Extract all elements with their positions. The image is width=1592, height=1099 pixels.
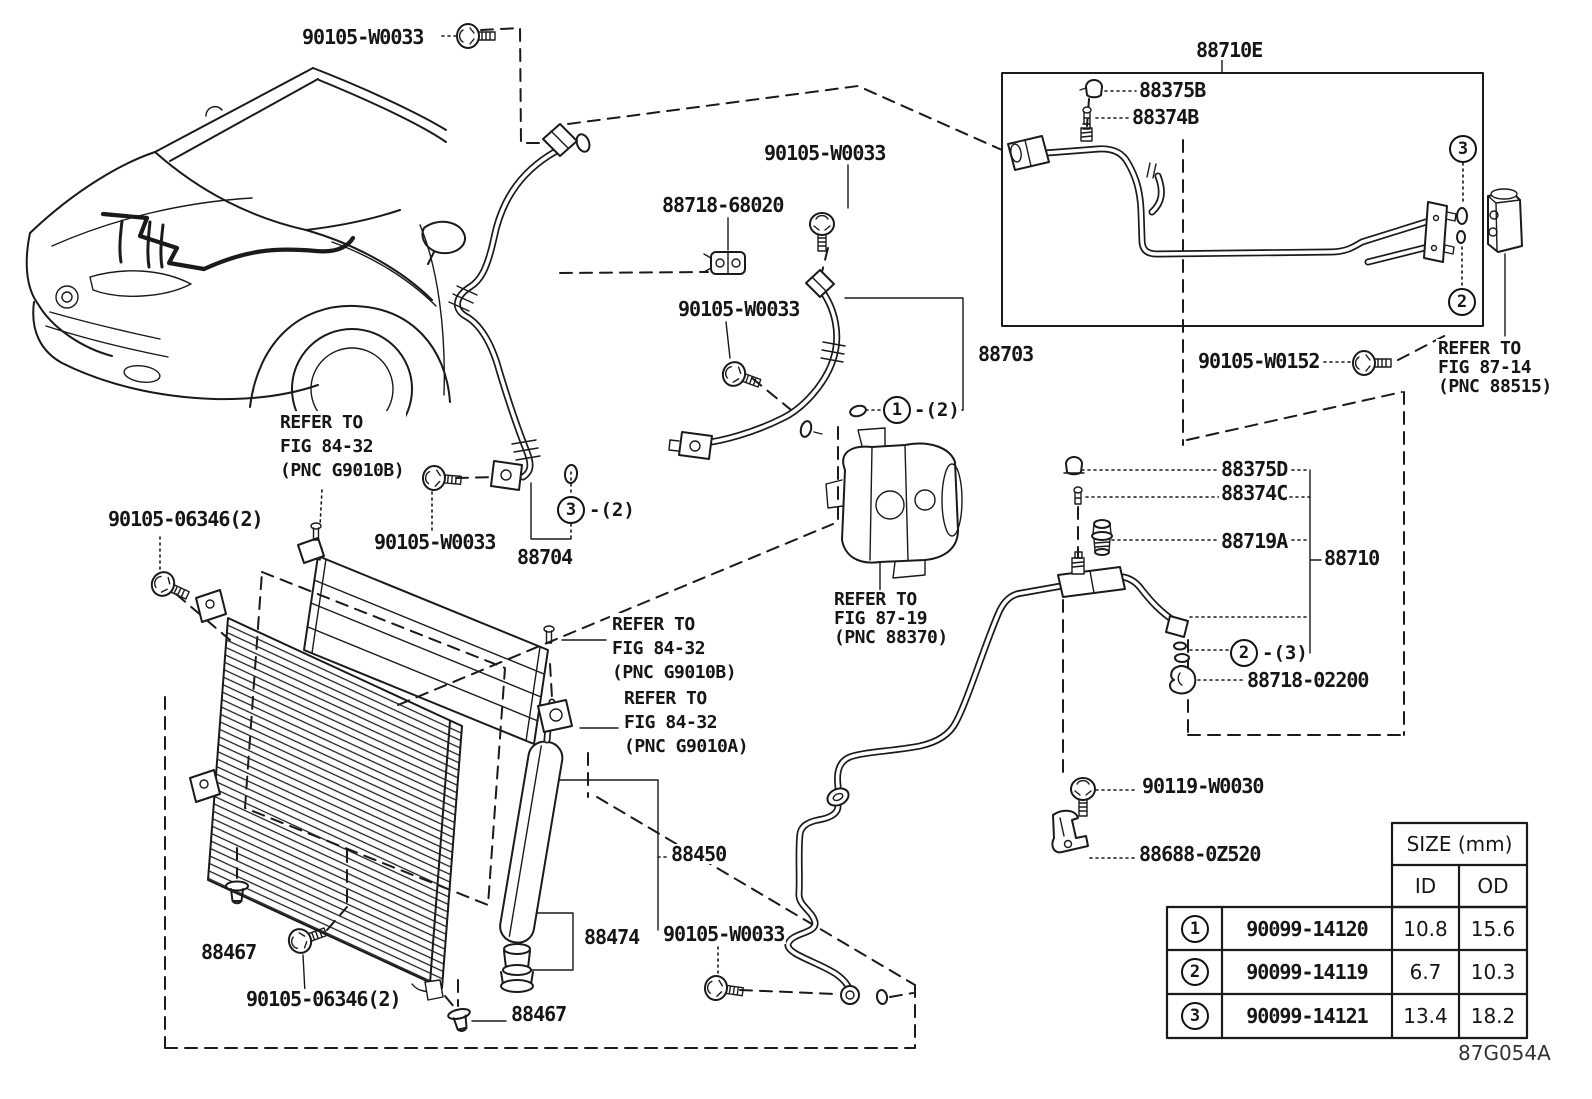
size-table-row1-part: 90099-14120 — [1246, 916, 1368, 941]
part-label-88710e: 88710E — [1194, 38, 1265, 62]
part-label-88718-68020: 88718-68020 — [660, 193, 786, 217]
callout-3-mid: 3 — [557, 496, 585, 524]
condenser-assembly — [189, 522, 573, 1001]
size-table-row1-od: 15.6 — [1470, 916, 1516, 941]
part-label-88703: 88703 — [976, 342, 1036, 366]
part-label-90105-06346-b: 90105-06346(2) — [244, 987, 403, 1011]
part-label-88474: 88474 — [582, 925, 642, 949]
size-table-col-od: OD — [1477, 874, 1509, 898]
part-label-88375d: 88375D — [1219, 457, 1290, 481]
leader-lines — [159, 35, 1506, 1022]
part-label-88375b: 88375B — [1137, 78, 1208, 102]
compressor — [825, 427, 963, 579]
part-label-88467-a: 88467 — [199, 940, 259, 964]
callout-2-mid: 2 — [1230, 639, 1258, 667]
part-label-90105-w0033-c: 90105-W0033 — [676, 297, 802, 321]
discharge-hose-88703 — [668, 269, 867, 460]
size-table-row3-od: 18.2 — [1470, 1004, 1516, 1028]
callout-3-qty: -(2) — [589, 499, 635, 521]
part-label-90105-w0033-d: 90105-W0033 — [372, 530, 498, 554]
size-table-grid — [1165, 821, 1529, 1040]
part-label-90119-w0030: 90119-W0030 — [1140, 774, 1266, 798]
part-label-90105-06346-a: 90105-06346(2) — [106, 507, 265, 531]
part-label-88688-0z520: 88688-0Z520 — [1137, 842, 1263, 866]
callout-3-top: 3 — [1449, 135, 1477, 163]
expansion-valve-icon — [1487, 188, 1523, 253]
size-table-row3-part: 90099-14121 — [1246, 1004, 1368, 1028]
callout-1-qty: -(2) — [914, 399, 960, 421]
size-table-row2-id: 6.7 — [1409, 960, 1442, 984]
part-label-88718-02200: 88718-02200 — [1245, 668, 1371, 692]
grommet-88718-02200-icon — [1169, 665, 1197, 695]
part-label-88467-b: 88467 — [509, 1002, 569, 1026]
note-refer-fig84-32-b1: REFER TO FIG 84-32 (PNC G9010B) — [278, 411, 407, 483]
size-table-col-id: ID — [1414, 874, 1437, 898]
figure-code: 87G054A — [1458, 1041, 1551, 1065]
note-refer-fig84-32-a: REFER TO FIG 84-32 (PNC G9010A) — [622, 687, 751, 759]
cap-88375b-icon — [1079, 79, 1103, 99]
bracket-88688-icon — [1051, 809, 1089, 854]
size-table-row3-num: 3 — [1181, 1002, 1209, 1030]
liquid-pipe-88710 — [784, 456, 1197, 1005]
part-label-90105-w0033-top: 90105-W0033 — [300, 25, 426, 49]
size-table-row2-num: 2 — [1181, 958, 1209, 986]
size-table-title: SIZE (mm) — [1406, 832, 1513, 856]
suction-hose-88704 — [448, 123, 591, 491]
part-label-88710: 88710 — [1322, 546, 1382, 570]
part-label-88374c: 88374C — [1219, 481, 1290, 505]
cap-88375d-icon — [1063, 456, 1085, 476]
note-refer-fig87-14: REFER TO FIG 87-14 (PNC 88515) — [1436, 338, 1554, 397]
note-refer-fig87-19: REFER TO FIG 87-19 (PNC 88370) — [832, 589, 950, 648]
valve-core-88374c-icon — [1073, 486, 1083, 505]
part-label-90105-w0033-g: 90105-W0033 — [661, 922, 787, 946]
part-label-88450: 88450 — [669, 842, 729, 866]
part-label-90105-w0152: 90105-W0152 — [1196, 349, 1322, 373]
car-sketch — [25, 67, 467, 450]
size-table-row1-id: 10.8 — [1403, 916, 1448, 941]
size-table-row1-num: 1 — [1181, 915, 1209, 943]
size-table-row3-id: 13.4 — [1403, 1004, 1448, 1028]
part-label-90105-w0033-b: 90105-W0033 — [762, 141, 888, 165]
part-label-88719a: 88719A — [1219, 529, 1290, 553]
callout-1: 1 — [883, 396, 911, 424]
size-table-row2-od: 10.3 — [1470, 960, 1516, 984]
valve-core-88374b-icon — [1082, 106, 1092, 125]
size-table-row2-part: 90099-14119 — [1246, 960, 1368, 984]
part-label-88704: 88704 — [515, 545, 575, 569]
note-refer-fig84-32-b2: REFER TO FIG 84-32 (PNC G9010B) — [610, 613, 739, 685]
callout-2-qty: -(3) — [1262, 642, 1308, 664]
pipe-assy-88710e — [1001, 72, 1484, 327]
clamp-88718-68020-icon — [703, 251, 746, 275]
service-valve-88719a-icon — [1091, 519, 1113, 556]
part-label-88374b: 88374B — [1130, 105, 1201, 129]
callout-2-top: 2 — [1448, 288, 1476, 316]
